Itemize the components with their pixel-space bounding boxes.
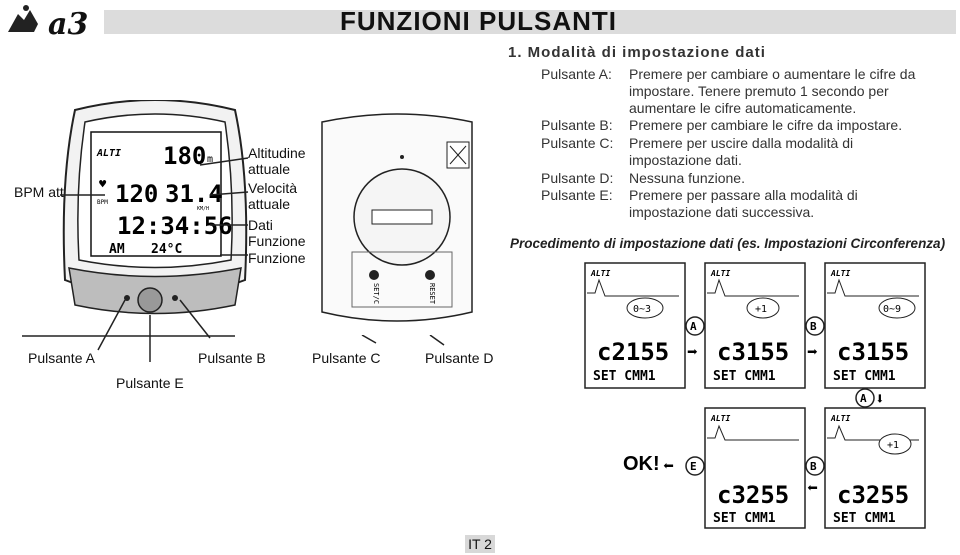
device-bpm: 120 — [115, 180, 158, 208]
device-brand: ALTI — [96, 148, 121, 159]
arrow-right-icon-2: ➡ — [807, 342, 818, 363]
title-bar — [104, 10, 956, 34]
step-2-bubble: +1 — [755, 304, 767, 315]
button-e-text: Premere per passare alla modalità di imp… — [629, 187, 858, 220]
callout-lines — [60, 157, 249, 362]
button-d-label: Pulsante D: — [541, 170, 614, 186]
label-button-d: Pulsante D — [425, 350, 494, 366]
arrow-down-icon: ⬇ — [875, 389, 885, 408]
button-label-lines — [22, 335, 445, 346]
label-button-e: Pulsante E — [116, 375, 184, 391]
altitude-callout-label: Altitudine attuale — [248, 145, 306, 177]
left-button[interactable] — [124, 295, 130, 301]
step-5-value: c3255 — [837, 481, 909, 509]
button-b-badge-1: B — [805, 316, 825, 336]
step-3-display: ALTI 0~9 c3155 SET CMM1 — [824, 262, 926, 389]
label-button-a: Pulsante A — [28, 350, 95, 366]
arrow-left-icon-2: ⬅ — [663, 456, 674, 477]
step-1-mode: SET CMM1 — [593, 369, 656, 384]
step-4-mode: SET CMM1 — [713, 511, 776, 526]
step-2-mode: SET CMM1 — [713, 369, 776, 384]
button-b-text: Premere per cambiare le cifre da imposta… — [629, 117, 903, 133]
button-a-label: Pulsante A: — [541, 66, 612, 82]
device-ampm: AM — [109, 242, 125, 257]
button-a-badge-1: A — [685, 316, 705, 336]
procedure-diagram: ALTI 0~3 c2155 SET CMM1 A ➡ ALTI +1 c315… — [584, 262, 926, 529]
device-time: 12:34:56 — [117, 212, 233, 240]
speed-callout-label: Velocità attuale — [248, 180, 298, 212]
step-2-value: c3155 — [717, 338, 789, 366]
button-c-text: Premere per uscire dalla modalità di imp… — [629, 135, 854, 168]
button-b-label: Pulsante B: — [541, 117, 613, 133]
ok-text: OK! — [623, 453, 660, 475]
device-temperature: 24°C — [151, 242, 182, 257]
step-3-bubble: 0~9 — [883, 304, 901, 315]
step-2-brand: ALTI — [710, 269, 730, 278]
step-2-display: ALTI +1 c3155 SET CMM1 — [704, 262, 806, 389]
button-a-description: Pulsante A: Premere per cambiare o aumen… — [541, 66, 915, 116]
step-4-value: c3255 — [717, 481, 789, 509]
set-c-hole[interactable] — [369, 270, 379, 280]
function-callout-label: Funzione — [248, 250, 306, 266]
heart-icon: ♥ — [99, 177, 107, 191]
data-function-callout-label: Dati Funzione — [248, 217, 306, 249]
button-d-description: Pulsante D: Nessuna funzione. — [541, 170, 745, 187]
device-front: ALTI 180 m BPM ♥ 120 31.4 KM/H 12:34:56 … — [62, 100, 248, 315]
button-b-badge-2: B — [805, 456, 825, 476]
step-1-value: c2155 — [597, 338, 669, 366]
step-button-b-2: B — [810, 460, 817, 473]
step-button-a-2: A — [860, 392, 867, 405]
button-a-badge-2: A — [855, 388, 875, 408]
brand-logo: a3 — [4, 2, 104, 42]
section-heading: 1. Modalità di impostazione dati — [508, 44, 766, 61]
reset-hole[interactable] — [425, 270, 435, 280]
device-speed-unit: KM/H — [197, 206, 209, 212]
step-5-display: ALTI +1 c3255 SET CMM1 — [824, 407, 926, 529]
label-button-b: Pulsante B — [198, 350, 266, 366]
label-button-c: Pulsante C — [312, 350, 381, 366]
button-d-text: Nessuna funzione. — [629, 170, 745, 186]
step-3-brand: ALTI — [830, 269, 850, 278]
right-button[interactable] — [172, 295, 178, 301]
button-e-description: Pulsante E: Premere per passare alla mod… — [541, 187, 858, 220]
button-c-description: Pulsante C: Premere per uscire dalla mod… — [541, 135, 853, 168]
step-4-display: ALTI c3255 SET CMM1 — [704, 407, 806, 529]
button-c-label: Pulsante C: — [541, 135, 614, 151]
arrow-left-icon: ⬅ — [807, 478, 818, 499]
step-5-mode: SET CMM1 — [833, 511, 896, 526]
logo-text: a3 — [48, 7, 88, 40]
step-3-mode: SET CMM1 — [833, 369, 896, 384]
step-5-brand: ALTI — [830, 414, 850, 423]
step-1-bubble: 0~3 — [633, 304, 651, 315]
step-button-b-1: B — [810, 320, 817, 333]
device-altitude: 180 — [163, 142, 206, 170]
step-button-a-1: A — [690, 320, 697, 333]
back-label-right: RESET — [428, 283, 436, 305]
device-back: SET/C RESET — [321, 113, 473, 322]
page-number: IT 2 — [465, 535, 495, 553]
back-label-left: SET/C — [372, 283, 380, 304]
step-1-display: ALTI 0~3 c2155 SET CMM1 — [584, 262, 686, 389]
button-e-badge: E — [685, 456, 705, 476]
button-e-label: Pulsante E: — [541, 187, 613, 203]
page-title: FUNZIONI PULSANTI — [340, 6, 617, 36]
step-3-value: c3155 — [837, 338, 909, 366]
center-button[interactable] — [137, 287, 163, 313]
procedure-title: Procedimento di impostazione dati (es. I… — [510, 236, 946, 251]
step-button-e: E — [690, 460, 697, 473]
button-b-description: Pulsante B: Premere per cambiare le cifr… — [541, 117, 902, 134]
device-altitude-unit: m — [207, 154, 213, 165]
device-bpm-label: BPM — [97, 199, 108, 206]
step-4-brand: ALTI — [710, 414, 730, 423]
arrow-right-icon: ➡ — [687, 342, 698, 363]
step-5-bubble: +1 — [887, 440, 899, 451]
button-a-text: Premere per cambiare o aumentare le cifr… — [629, 66, 916, 116]
step-1-brand: ALTI — [590, 269, 610, 278]
